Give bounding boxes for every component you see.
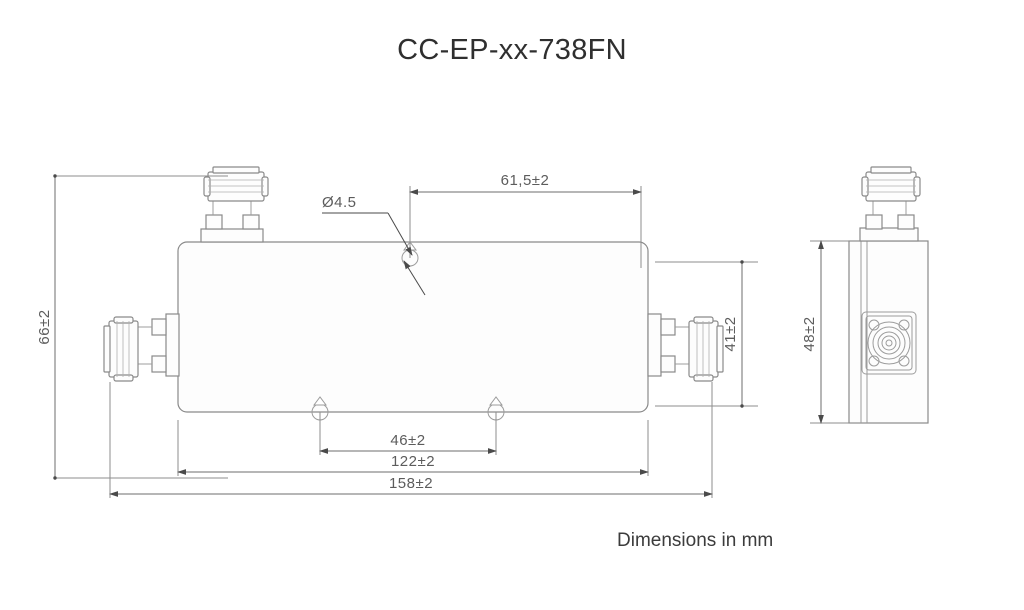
dimension-body-length: 122±2 [177, 420, 649, 476]
dimension-label-hole-diameter: Ø4.5 [322, 194, 357, 211]
side-view: 48±2 [801, 166, 929, 424]
side-top-connector [859, 166, 921, 242]
left-port-connector [103, 313, 180, 382]
right-port-connector [647, 313, 724, 382]
page-title: CC-EP-xx-738FN [397, 34, 627, 66]
dimension-label-height-overall: 66±2 [36, 309, 53, 344]
dimension-side-width: 48±2 [801, 240, 860, 424]
footer-note: Dimensions in mm [617, 530, 774, 551]
top-port-connector [200, 166, 269, 243]
dimension-hole-spacing: 46±2 [319, 412, 497, 455]
body-outline [177, 241, 649, 413]
dimension-label-body-length: 122±2 [391, 453, 435, 470]
dimension-port-height: 41±2 [655, 260, 758, 408]
dimension-label-port-height: 41±2 [722, 316, 739, 351]
front-view [103, 166, 724, 421]
dimension-top-offset: 61,5±2 [409, 172, 642, 268]
dimension-overall-length: 158±2 [109, 382, 713, 498]
dimension-label-side-width: 48±2 [801, 316, 818, 351]
callout-hole-diameter: Ø4.5 [322, 194, 426, 296]
dimension-label-top-offset: 61,5±2 [501, 172, 550, 189]
dimension-height-overall: 66±2 [36, 174, 228, 480]
side-n-connector-flange [861, 311, 917, 375]
dimension-label-overall-length: 158±2 [389, 475, 433, 492]
dimension-label-hole-spacing: 46±2 [390, 432, 425, 449]
